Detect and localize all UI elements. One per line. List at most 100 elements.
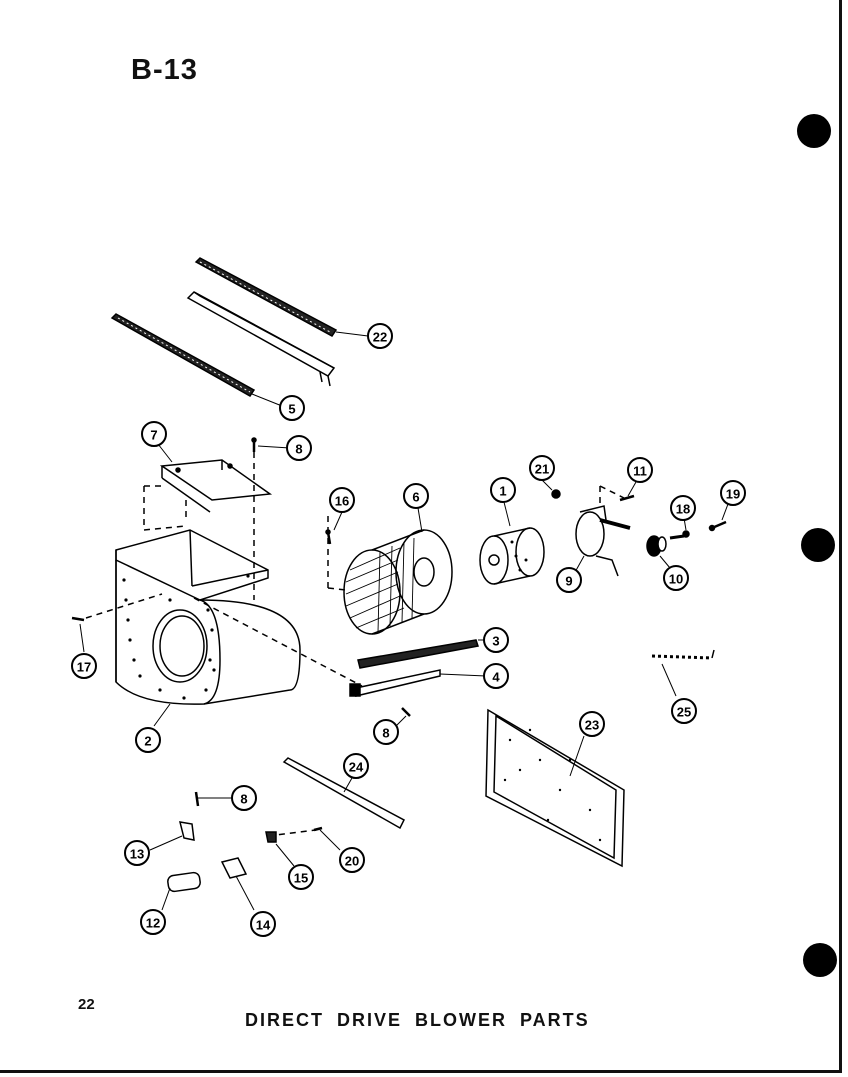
callout-circle (286, 435, 312, 461)
bracket-part-4 (349, 669, 441, 697)
callout-p5: 5 (279, 395, 305, 421)
callout-circle (720, 480, 746, 506)
callout-p16: 16 (329, 487, 355, 513)
callout-circle (483, 627, 509, 653)
callout-label: 8 (240, 792, 247, 807)
callout-p8c: 8 (231, 785, 257, 811)
callout-label: 21 (535, 462, 549, 477)
callout-p11: 11 (627, 457, 653, 483)
top-plate-part-7 (159, 459, 273, 513)
callout-p21: 21 (529, 455, 555, 481)
callout-label: 22 (373, 330, 387, 345)
callout-p19: 19 (720, 480, 746, 506)
callout-label: 19 (726, 487, 740, 502)
binder-hole-bottom (803, 943, 837, 977)
callout-circle (556, 567, 582, 593)
callout-label: 8 (382, 726, 389, 741)
callout-p13: 13 (124, 840, 150, 866)
callout-label: 14 (256, 918, 271, 933)
clip-part-15 (265, 831, 277, 843)
callout-label: 13 (130, 847, 144, 862)
bracket-part-3 (357, 639, 479, 669)
callout-label: 4 (492, 670, 500, 685)
callout-p9: 9 (556, 567, 582, 593)
callout-p25: 25 (671, 698, 697, 724)
page-code: B-13 (131, 54, 198, 86)
callout-p17: 17 (71, 653, 97, 679)
callout-p23: 23 (579, 711, 605, 737)
callout-circle (71, 653, 97, 679)
callout-circle (490, 477, 516, 503)
callout-p15: 15 (288, 864, 314, 890)
motor-mount-part-9 (575, 505, 631, 577)
callout-label: 16 (335, 494, 349, 509)
callout-p8b: 8 (373, 719, 399, 745)
binder-hole-middle (801, 528, 835, 562)
callout-circle (288, 864, 314, 890)
callout-label: 6 (412, 490, 419, 505)
callout-label: 8 (295, 442, 302, 457)
callout-label: 20 (345, 854, 359, 869)
callout-p1: 1 (490, 477, 516, 503)
callout-p24: 24 (343, 753, 369, 779)
callout-p22: 22 (367, 323, 393, 349)
callout-label: 23 (585, 718, 599, 733)
strip-part-24 (282, 757, 405, 830)
callout-label: 5 (288, 402, 295, 417)
callout-label: 10 (669, 572, 683, 587)
binder-hole-top (797, 114, 831, 148)
callout-label: 11 (633, 464, 647, 479)
callout-p7: 7 (141, 421, 167, 447)
callout-p3: 3 (483, 627, 509, 653)
callout-circle (403, 483, 429, 509)
callout-circle (367, 323, 393, 349)
grommet-part-18 (682, 530, 690, 538)
callout-circle (529, 455, 555, 481)
bracket-part-13 (178, 821, 195, 841)
callout-circle (231, 785, 257, 811)
callout-label: 15 (294, 871, 308, 886)
rail-part-22 (194, 257, 338, 337)
callout-label: 7 (150, 428, 157, 443)
callout-circle (671, 698, 697, 724)
callout-circle (670, 495, 696, 521)
callout-p18: 18 (670, 495, 696, 521)
callout-p4: 4 (483, 663, 509, 689)
diagram-caption: DIRECT DRIVE BLOWER PARTS (245, 1010, 590, 1030)
bracket-part-5 (110, 291, 336, 397)
blower-wheel-part-6 (343, 529, 453, 635)
chain-part-25 (651, 649, 715, 660)
callout-label: 18 (676, 502, 690, 517)
assembly-guide-lines (85, 452, 625, 837)
callout-label: 25 (677, 705, 691, 720)
screws (71, 437, 727, 832)
callout-circle (663, 565, 689, 591)
motor-part-1 (479, 527, 545, 585)
callout-label: 1 (499, 484, 506, 499)
callout-label: 3 (492, 634, 499, 649)
callout-circle (279, 395, 305, 421)
callout-circle (141, 421, 167, 447)
callout-p2: 2 (135, 727, 161, 753)
page-number: 22 (78, 996, 95, 1013)
callout-circle (329, 487, 355, 513)
callout-p8a: 8 (286, 435, 312, 461)
capacitor-part-12 (167, 871, 201, 893)
blower-housing-part-2 (115, 529, 301, 705)
callout-circle (124, 840, 150, 866)
relay-part-14 (220, 857, 248, 879)
pulley-part-10 (646, 535, 667, 557)
callout-circle (579, 711, 605, 737)
callout-p14: 14 (250, 911, 276, 937)
callout-circle (627, 457, 653, 483)
callout-circle (250, 911, 276, 937)
callout-label: 12 (146, 916, 160, 931)
callout-circle (373, 719, 399, 745)
callout-label: 9 (565, 574, 572, 589)
callout-circle (135, 727, 161, 753)
callout-p20: 20 (339, 847, 365, 873)
callout-circle (483, 663, 509, 689)
